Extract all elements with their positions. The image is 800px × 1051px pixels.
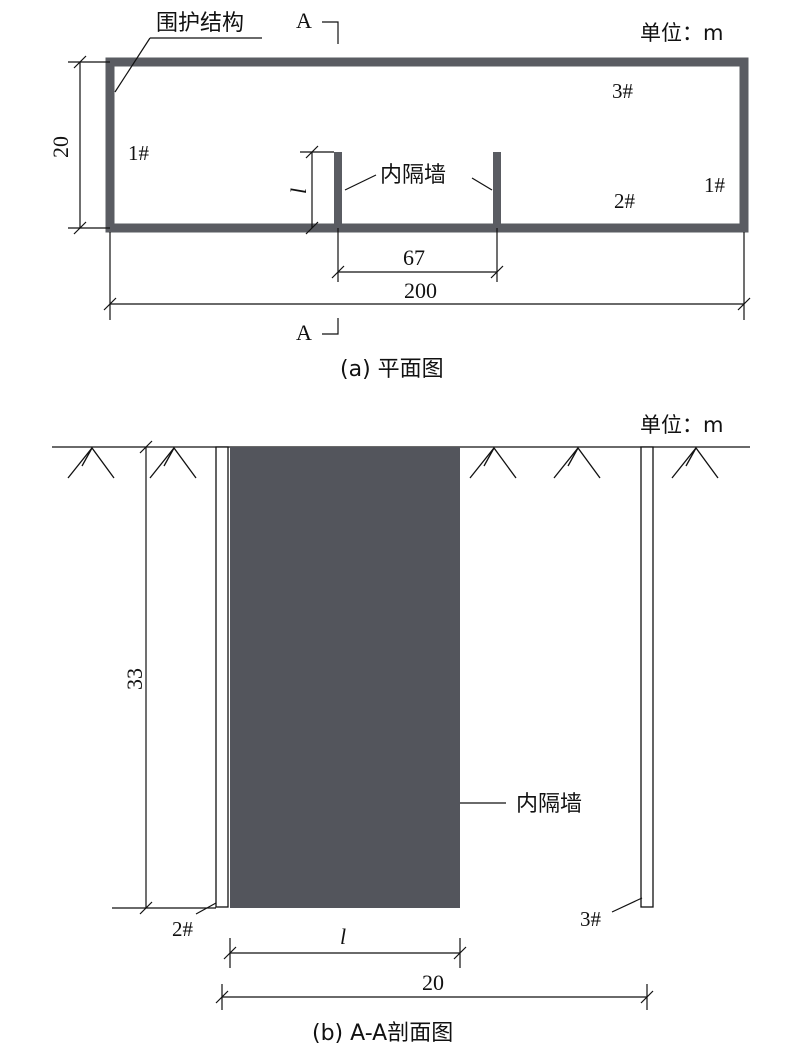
section-mark-bottom-line — [322, 318, 339, 335]
plan-inner-wall-label: 内隔墙 — [380, 163, 446, 188]
dim-l-tick-top — [305, 145, 319, 159]
enclosure-label: 围护结构 — [156, 11, 244, 36]
section-caption: (b) A-A剖面图 — [312, 1021, 453, 1046]
dim-67-label: 67 — [403, 245, 425, 270]
dim-sec-l-tick-right — [453, 946, 467, 960]
plan-view: 围护结构 A A 单位：m 3# 1# 1# 2# 内隔墙 20 l — [48, 8, 751, 382]
section-inner-wall — [230, 447, 460, 908]
dim-sec-l-tick-left — [223, 946, 237, 960]
inner-wall-right — [493, 152, 501, 228]
plan-unit-label: 单位：m — [640, 21, 723, 45]
dim-20-label: 20 — [422, 970, 444, 995]
section-view: 单位：m 内隔墙 2# 3# — [52, 413, 750, 1046]
section-mark-top-line — [322, 21, 339, 44]
dim-l-tick-bottom — [305, 221, 319, 235]
zone-label-2: 2# — [614, 189, 636, 213]
dim-67-tick-right — [490, 265, 504, 279]
dim-depth-label: 33 — [122, 668, 147, 690]
dim-67-tick-left — [331, 265, 345, 279]
wall-3-leader — [611, 897, 643, 913]
inner-wall-left — [334, 152, 342, 228]
dim-depth-tick-top — [139, 440, 153, 454]
dim-20-tick-right — [640, 990, 654, 1004]
soil-hatching — [67, 446, 719, 479]
dim-200-tick-right — [737, 297, 751, 311]
wall-2-label: 2# — [172, 917, 194, 941]
dim-sec-l-label: l — [340, 924, 346, 949]
dim-height-tick-top — [73, 55, 87, 69]
dim-200-label: 200 — [404, 278, 437, 303]
dim-depth-tick-bottom — [139, 901, 153, 915]
section-mark-top: A — [296, 8, 312, 33]
wall-2 — [215, 446, 229, 908]
section-unit-label: 单位：m — [640, 413, 723, 437]
enclosure-leader — [114, 37, 151, 93]
dim-height-label: 20 — [48, 136, 73, 158]
zone-label-1-left: 1# — [128, 141, 150, 165]
zone-label-3: 3# — [612, 79, 634, 103]
plan-caption: (a) 平面图 — [340, 357, 444, 382]
dim-200-tick-left — [103, 297, 117, 311]
wall-3-label: 3# — [580, 907, 602, 931]
wall-3 — [640, 446, 654, 908]
dim-20-tick-left — [215, 990, 229, 1004]
inner-wall-leader-right — [471, 177, 493, 191]
dim-l-label: l — [286, 188, 311, 194]
zone-label-1-right: 1# — [704, 173, 726, 197]
enclosure-structure — [105, 57, 749, 233]
section-inner-wall-label: 内隔墙 — [516, 792, 582, 817]
dim-height-tick-bottom — [73, 221, 87, 235]
section-mark-bottom: A — [296, 320, 312, 345]
inner-wall-leader-left — [344, 174, 377, 191]
